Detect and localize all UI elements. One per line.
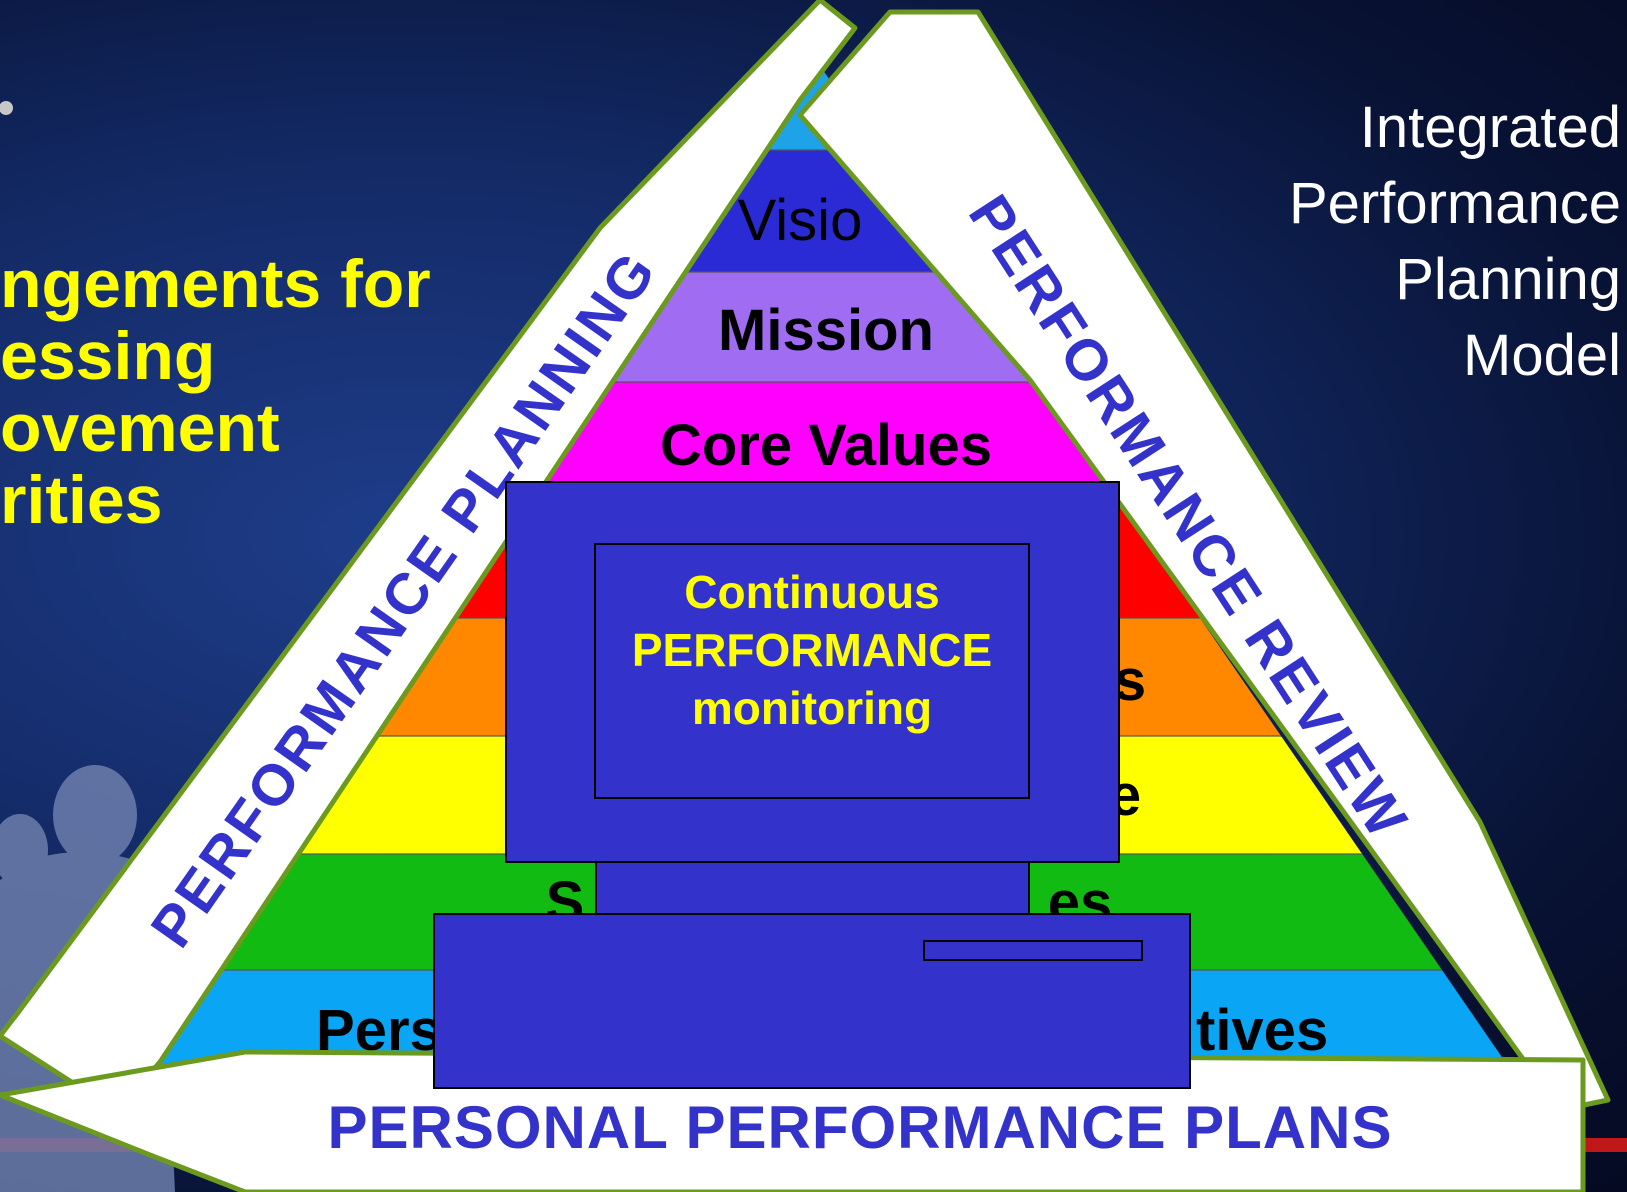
computer-graphic: Continuous PERFORMANCE monitoring <box>433 481 1191 1089</box>
computer-screen <box>594 543 1030 799</box>
disk-drive-slot <box>923 940 1143 961</box>
pyramid-label-mission: Mission <box>718 298 934 363</box>
model-title-line-2: Performance <box>1288 171 1621 236</box>
model-title: Integrated Performance Planning Model <box>1201 90 1621 394</box>
decorative-dot <box>0 101 13 115</box>
ribbon-label-personal-performance-plans: PERSONAL PERFORMANCE PLANS <box>328 1094 1393 1161</box>
screen-line-continuous: Continuous <box>684 566 940 618</box>
computer-neck <box>595 861 1030 915</box>
pyramid-label-core-values: Core Values <box>660 413 992 478</box>
screen-line-performance: PERFORMANCE <box>632 624 992 676</box>
pyramid-label-personal-right: tives <box>1196 998 1328 1063</box>
side-heading-line-3: ovement <box>0 390 280 466</box>
side-heading-line-1: ngements for <box>0 246 431 322</box>
model-title-line-1: Integrated <box>1359 95 1621 160</box>
model-title-line-4: Model <box>1463 323 1621 388</box>
side-heading: ngements for essing ovement rities <box>0 248 470 536</box>
screen-line-monitoring: monitoring <box>692 682 932 734</box>
pyramid-label-vision: Visio <box>738 188 863 253</box>
side-heading-line-2: essing <box>0 318 216 394</box>
model-title-line-3: Planning <box>1395 247 1621 312</box>
side-heading-line-4: rities <box>0 462 163 538</box>
